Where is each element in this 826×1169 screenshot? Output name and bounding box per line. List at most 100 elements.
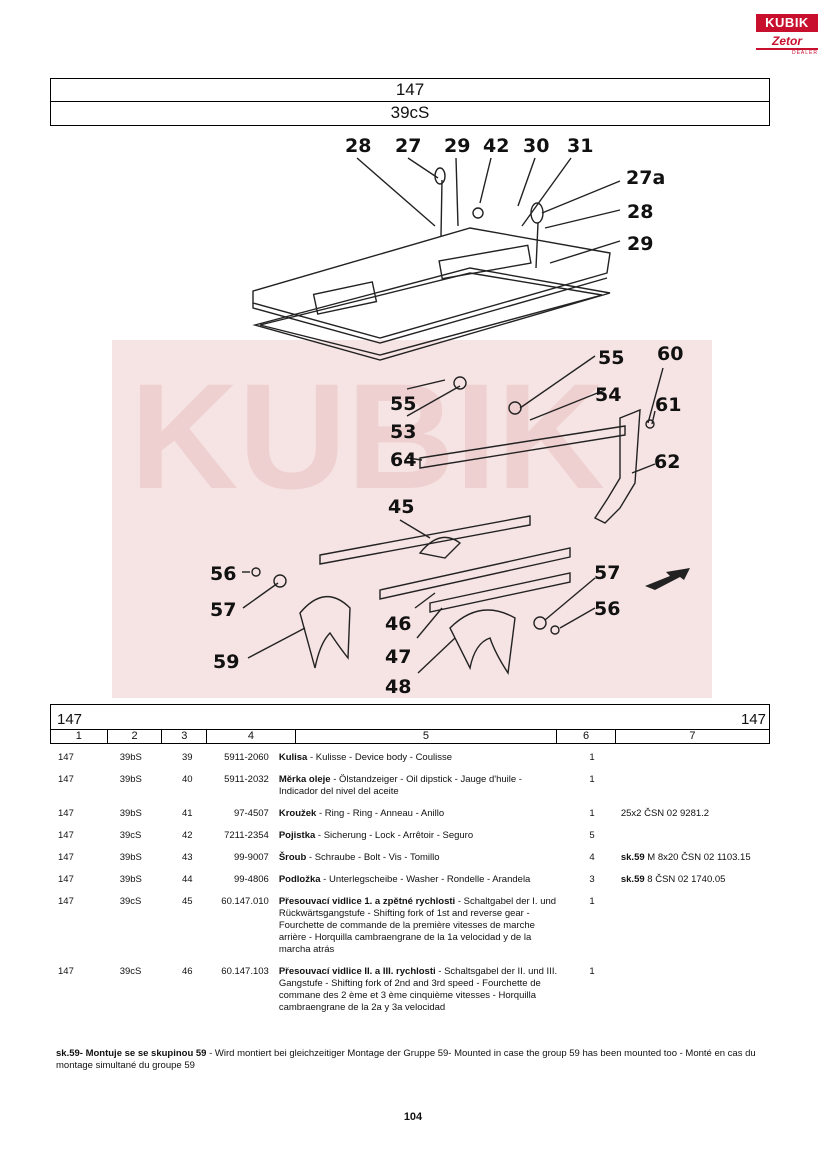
part-translations: - Schraube - Bolt - Vis - Tomillo — [306, 852, 440, 863]
part-name: Šroub — [278, 852, 307, 863]
note-text: 8 ČSN 02 1740.05 — [644, 874, 726, 885]
callout-label: 62 — [654, 451, 680, 473]
cell-group: 147 — [58, 830, 74, 841]
callout-label: 53 — [390, 421, 416, 443]
cell-part-number: 97-4507 — [233, 808, 269, 819]
callout-label: 57 — [210, 599, 236, 621]
note-ref: sk.59 — [620, 852, 645, 863]
table-row: 147 39cS 45 60.147.010 Přesouvací vidlic… — [50, 896, 770, 956]
shift-rail-47 — [429, 572, 571, 613]
part-name: Přesouvací vidlice 1. a zpětné rychlosti — [278, 896, 456, 907]
col-header-1: 1 — [51, 730, 108, 743]
cell-group: 147 — [58, 874, 74, 885]
note-text: M 8x20 ČSN 02 1103.15 — [644, 852, 751, 863]
cell-quantity: 1 — [589, 808, 595, 819]
callout-label: 61 — [655, 394, 681, 416]
shift-rail-46 — [379, 547, 571, 600]
callout-label: 64 — [390, 449, 416, 471]
fork-45 — [418, 536, 462, 559]
col-header-7: 7 — [689, 730, 696, 742]
cell-group: 147 — [58, 896, 74, 907]
part-translations: - Ölstandzeiger - Oil dipstick - Jauge d… — [278, 774, 522, 797]
cell-part-number: 99-4806 — [233, 874, 269, 885]
note-text: 25x2 ČSN 02 9281.2 — [620, 808, 710, 819]
group-number: 147 — [51, 79, 769, 102]
direction-arrow — [645, 568, 690, 590]
table-row: 147 39bS 44 99-4806 Podložka - Unterlegs… — [50, 874, 770, 886]
callout-label: 28 — [627, 201, 653, 223]
callout-label: 55 — [390, 393, 416, 415]
cell-position: 39 — [182, 752, 193, 763]
table-row: 147 39bS 41 97-4507 Kroužek - Ring - Rin… — [50, 808, 770, 820]
footnote-ref: sk.59- Montuje se se skupinou 59 — [56, 1048, 207, 1059]
cell-part-number: 60.147.010 — [221, 896, 269, 907]
parts-table-header: 147 147 1 2 3 4 5 6 7 — [50, 704, 770, 744]
cell-quantity: 1 — [589, 966, 595, 977]
cell-subgroup: 39cS — [119, 966, 142, 977]
cell-position: 43 — [182, 852, 193, 863]
cell-position: 41 — [182, 808, 193, 819]
callout-label: 56 — [210, 563, 236, 585]
cell-description: Pojistka - Sicherung - Lock - Arrêtoir -… — [275, 830, 563, 842]
part-translations: - Schaltsgabel der II. und III. Gangstuf… — [278, 966, 558, 1013]
cell-position: 46 — [182, 966, 193, 977]
cell-quantity: 1 — [589, 752, 595, 763]
exploded-parts-diagram: KUBIK — [112, 135, 712, 698]
part-translations: - Unterlegscheibe - Washer - Rondelle - … — [320, 874, 531, 885]
table-row: 147 39cS 42 7211-2354 Pojistka - Sicheru… — [50, 830, 770, 842]
part-translations: - Schaltgabel der I. und Rückwärtsgangst… — [278, 896, 557, 955]
callout-label: 48 — [385, 676, 411, 698]
cell-subgroup: 39bS — [119, 752, 142, 763]
cell-quantity: 5 — [589, 830, 595, 841]
footnote-text: - Wird montiert bei gleichzeitiger Monta… — [56, 1048, 756, 1071]
callout-label: 27a — [626, 167, 665, 189]
cell-note: sk.59 8 ČSN 02 1740.05 — [621, 874, 770, 886]
cell-part-number: 5911-2032 — [224, 774, 269, 785]
svg-text:KUBIK: KUBIK — [130, 352, 605, 520]
callout-label: 46 — [385, 613, 411, 635]
fork-62 — [593, 408, 641, 524]
callout-label: 55 — [598, 347, 624, 369]
table-row: 147 39bS 39 5911-2060 Kulisa - Kulisse -… — [50, 752, 770, 764]
col-header-4: 4 — [207, 730, 296, 743]
watermark: KUBIK — [112, 340, 712, 698]
callout-label: 60 — [657, 343, 683, 365]
cell-position: 44 — [182, 874, 193, 885]
page-header: 147 39cS — [50, 78, 770, 126]
fork-48 — [449, 609, 516, 675]
cell-position: 40 — [182, 774, 193, 785]
shift-rail-64 — [419, 425, 626, 469]
callout-label: 30 — [523, 135, 549, 157]
callout-label: 31 — [567, 135, 593, 157]
part-name: Přesouvací vidlice II. a III. rychlosti — [278, 966, 436, 977]
cell-part-number: 7211-2354 — [224, 830, 269, 841]
cell-part-number: 60.147.103 — [221, 966, 269, 977]
cell-part-number: 5911-2060 — [224, 752, 269, 763]
table-row: 147 39bS 43 99-9007 Šroub - Schraube - B… — [50, 852, 770, 864]
shift-rail-45 — [319, 515, 531, 565]
cell-group: 147 — [58, 774, 74, 785]
cell-description: Kulisa - Kulisse - Device body - Couliss… — [275, 752, 563, 764]
logo-sub: Zetor — [756, 34, 818, 50]
cell-description: Kroužek - Ring - Ring - Anneau - Anillo — [275, 808, 563, 820]
table-group-left: 147 — [57, 711, 83, 728]
cell-group: 147 — [58, 808, 74, 819]
gasket — [252, 267, 611, 361]
kubik-zetor-logo: KUBIK Zetor DEALER — [756, 14, 818, 58]
cell-quantity: 1 — [589, 774, 595, 785]
part-name: Pojistka — [278, 830, 316, 841]
callout-label: 59 — [213, 651, 239, 673]
cell-description: Měrka oleje - Ölstandzeiger - Oil dipsti… — [275, 774, 563, 798]
cell-description: Přesouvací vidlice 1. a zpětné rychlosti… — [275, 896, 563, 956]
part-name: Měrka oleje — [278, 774, 331, 785]
cell-note: sk.59 M 8x20 ČSN 02 1103.15 — [621, 852, 770, 864]
callout-label: 57 — [594, 562, 620, 584]
callout-label: 56 — [594, 598, 620, 620]
cell-subgroup: 39cS — [119, 896, 142, 907]
cell-subgroup: 39bS — [119, 808, 142, 819]
part-name: Kroužek — [278, 808, 317, 819]
part-translations: - Ring - Ring - Anneau - Anillo — [316, 808, 445, 819]
fork-59 — [299, 595, 351, 669]
cell-group: 147 — [58, 852, 74, 863]
cell-quantity: 4 — [589, 852, 595, 863]
